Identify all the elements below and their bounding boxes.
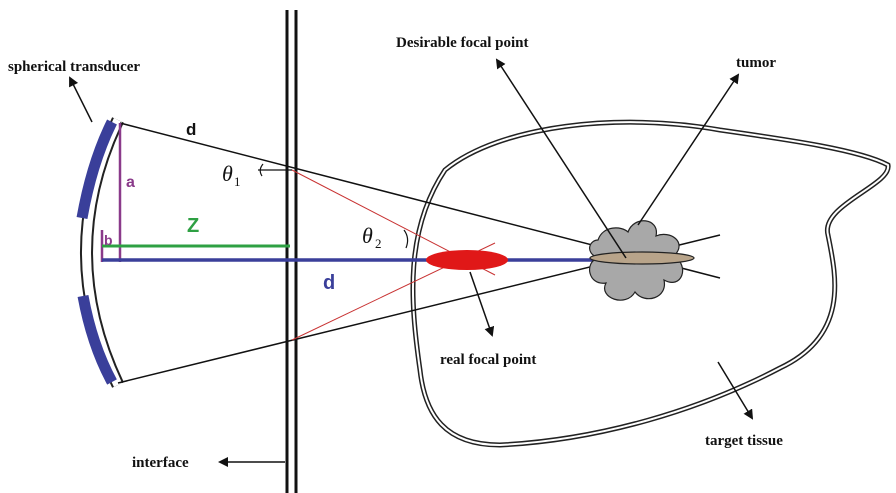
transducer-element-lower <box>77 295 117 385</box>
spherical-transducer-label: spherical transducer <box>8 59 140 75</box>
interface-label: interface <box>132 455 189 471</box>
real-focal-point-label: real focal point <box>440 352 536 368</box>
transducer-element-upper <box>76 119 117 219</box>
theta2-label: θ <box>362 223 373 248</box>
a-label: a <box>126 174 135 191</box>
tumor-arrow <box>637 73 740 226</box>
target-tissue-arrow <box>717 361 754 420</box>
target-tissue-label: target tissue <box>705 433 783 449</box>
tumor-label: tumor <box>736 55 776 71</box>
transducer-pointer-arrow <box>69 76 93 123</box>
theta1-label: θ <box>222 161 233 186</box>
desirable-focal-point <box>589 251 695 265</box>
d-top-label: d <box>186 120 196 139</box>
b-label: b <box>104 232 113 248</box>
z-label: Z <box>187 215 199 237</box>
desirable-focal-point-label: Desirable focal point <box>396 35 529 51</box>
real-focal-point-arrow <box>469 271 495 337</box>
real-focal-point <box>426 250 508 270</box>
d-axis-label: d <box>323 272 335 294</box>
desirable-focal-point-arrow <box>495 58 627 259</box>
theta2-arc <box>403 229 409 249</box>
theta2-subscript: 2 <box>375 236 382 251</box>
theta1-subscript: 1 <box>234 174 241 189</box>
